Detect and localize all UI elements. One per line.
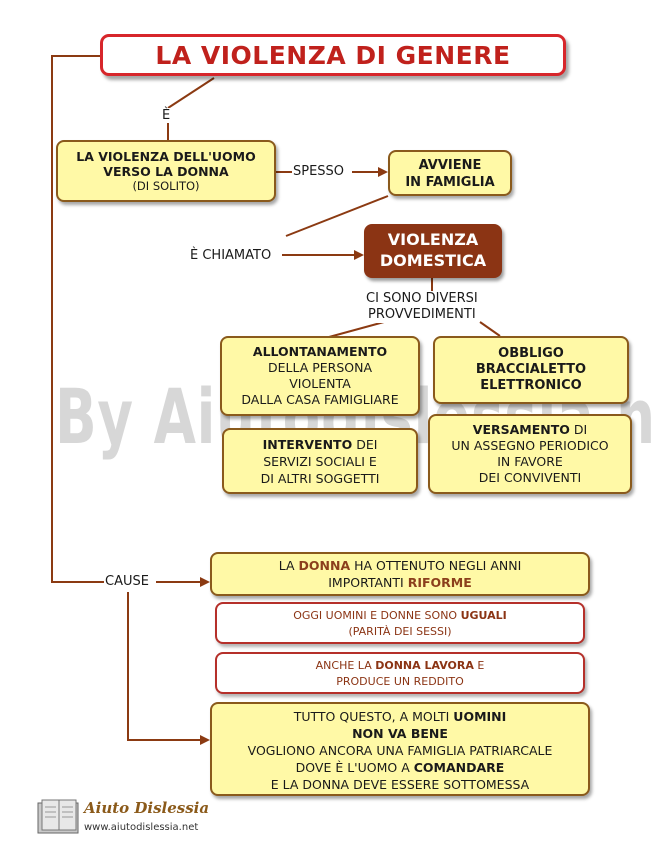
node-intervento: INTERVENTO DEI SERVIZI SOCIALI E DI ALTR… — [222, 428, 418, 494]
domestica-line1: VIOLENZA — [387, 230, 479, 249]
node-cause-patriarcale: TUTTO QUESTO, A MOLTI UOMINI NON VA BENE… — [210, 702, 590, 796]
label-prov-line1: CI SONO DIVERSI — [366, 291, 478, 306]
title-to-e-line — [167, 77, 215, 109]
versamento-bold: VERSAMENTO — [472, 422, 570, 437]
cause4-a: TUTTO QUESTO, A MOLTI — [293, 709, 454, 724]
footer-url: www.aiutodislessia.net — [84, 822, 199, 833]
cause4-non-va-bene: NON VA BENE — [352, 726, 448, 741]
cause1-a: LA — [278, 558, 299, 573]
node-cause-uguali: OGGI UOMINI E DONNE SONO UGUALI (PARITÀ … — [215, 602, 585, 644]
cause3-d: PRODUCE UN REDDITO — [336, 675, 464, 688]
cause4-g: E LA DONNA DEVE ESSERE SOTTOMESSA — [270, 777, 530, 792]
avviene-to-chiamato-line — [285, 195, 389, 237]
cause1-riforme: RIFORME — [407, 575, 472, 590]
intervento-bold: INTERVENTO — [262, 437, 353, 452]
braccialetto-line3: ELETTRONICO — [480, 378, 582, 393]
intervento-line2: SERVIZI SOCIALI E — [263, 454, 377, 469]
violenza-uomo-line1: LA VIOLENZA DELL'UOMO — [76, 149, 256, 164]
cause3-donna-lavora: DONNA LAVORA — [375, 659, 474, 672]
label-provvedimenti: CI SONO DIVERSI PROVVEDIMENTI — [366, 291, 478, 323]
intervento-line3: DI ALTRI SOGGETTI — [260, 471, 380, 486]
cause3-c: E — [473, 659, 485, 672]
node-cause-lavora: ANCHE LA DONNA LAVORA E PRODUCE UN REDDI… — [215, 652, 585, 694]
allontanamento-line2: DELLA PERSONA — [267, 360, 373, 375]
intervento-tail: DEI — [352, 437, 378, 452]
domestica-line2: DOMESTICA — [379, 251, 487, 270]
cause-vertical-line — [127, 592, 210, 745]
braccialetto-line1: OBBLIGO — [498, 346, 564, 361]
label-spesso: SPESSO — [293, 164, 345, 179]
node-cause-riforme: LA DONNA HA OTTENUTO NEGLI ANNI IMPORTAN… — [210, 552, 590, 596]
cause4-uomini: UOMINI — [453, 709, 507, 724]
avviene-line2: IN FAMIGLIA — [405, 175, 495, 190]
cause4-comandare: COMANDARE — [413, 760, 505, 775]
avviene-line1: AVVIENE — [418, 158, 482, 173]
cause1-c: HA OTTENUTO NEGLI ANNI — [350, 558, 522, 573]
book-logo-icon — [37, 799, 79, 834]
node-braccialetto: OBBLIGO BRACCIALETTO ELETTRONICO — [433, 336, 629, 404]
violenza-uomo-line2: VERSO LA DONNA — [103, 164, 229, 179]
violenza-uomo-line3: (DI SOLITO) — [132, 179, 200, 193]
left-spine-line — [51, 55, 104, 583]
label-prov-line2: PROVVEDIMENTI — [368, 307, 476, 322]
cause4-d: VOGLIONO ANCORA UNA FAMIGLIA PATRIARCALE — [247, 743, 553, 758]
label-cause: CAUSE — [105, 574, 149, 589]
cause4-e: DOVE È L'UOMO A — [295, 760, 414, 775]
cause1-d: IMPORTANTI — [328, 575, 408, 590]
page-title: LA VIOLENZA DI GENERE — [100, 34, 566, 76]
node-allontanamento: ALLONTANAMENTO DELLA PERSONA VIOLENTA DA… — [220, 336, 420, 416]
versamento-tail: DI — [569, 422, 588, 437]
node-avviene-famiglia: AVVIENE IN FAMIGLIA — [388, 150, 512, 196]
label-e-chiamato: È CHIAMATO — [190, 248, 272, 263]
versamento-line3: IN FAVORE — [497, 454, 563, 469]
allontanamento-title: ALLONTANAMENTO — [252, 344, 388, 359]
versamento-line2: UN ASSEGNO PERIODICO — [451, 438, 609, 453]
cause2-a: OGGI UOMINI E DONNE SONO — [293, 609, 461, 622]
versamento-line4: DEI CONVIVENTI — [478, 470, 582, 485]
footer-brand-name: Aiuto Dislessia — [84, 799, 210, 817]
node-versamento: VERSAMENTO DI UN ASSEGNO PERIODICO IN FA… — [428, 414, 632, 494]
node-violenza-domestica: VIOLENZA DOMESTICA — [364, 224, 502, 278]
cause3-a: ANCHE LA — [315, 659, 376, 672]
cause2-c: (PARITÀ DEI SESSI) — [348, 625, 452, 638]
allontanamento-line4: DALLA CASA FAMIGLIARE — [241, 392, 399, 407]
node-violenza-uomo: LA VIOLENZA DELL'UOMO VERSO LA DONNA (DI… — [56, 140, 276, 202]
cause1-donna: DONNA — [298, 558, 351, 573]
braccialetto-line2: BRACCIALETTO — [475, 362, 587, 377]
prov-to-right-line — [479, 321, 501, 337]
allontanamento-line3: VIOLENTA — [289, 376, 351, 391]
label-e: È — [162, 108, 171, 123]
cause2-uguali: UGUALI — [460, 609, 507, 622]
